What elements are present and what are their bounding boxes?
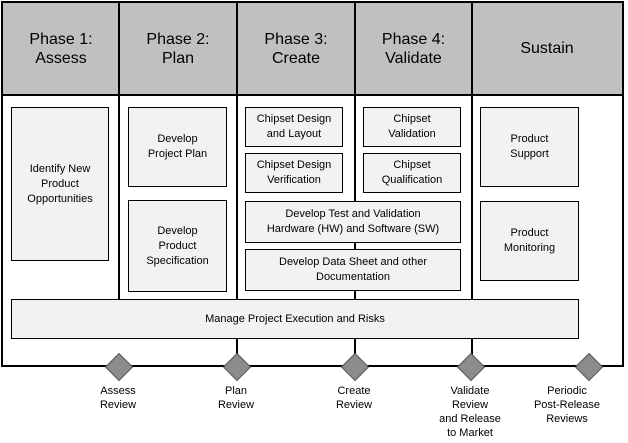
diamond-milestone-icon xyxy=(340,352,370,382)
box-chipset-validation: Chipset Validation xyxy=(363,107,461,147)
box-product-support: Product Support xyxy=(480,107,579,187)
milestone-create-review xyxy=(340,352,370,382)
milestone-label-create-review: Create Review xyxy=(335,385,373,411)
milestone-plan-review xyxy=(222,352,252,382)
column-divider-2 xyxy=(236,3,238,365)
milestone-label-plan-review: Plan Review xyxy=(217,385,255,411)
box-chipset-design-and-layout: Chipset Design and Layout xyxy=(245,107,343,147)
phase-header-assess: Phase 1: Assess xyxy=(3,3,119,96)
milestone-assess-review xyxy=(104,352,134,382)
box-develop-data-sheet: Develop Data Sheet and other Documentati… xyxy=(245,249,461,291)
box-identify-new-product-opportunities: Identify New Product Opportunities xyxy=(11,107,109,261)
milestone-label-validate-review: Validate Review and Release to Market xyxy=(439,385,501,439)
phase-header-sustain: Sustain xyxy=(472,3,622,96)
phase-header-plan: Phase 2: Plan xyxy=(119,3,237,96)
diamond-milestone-icon xyxy=(456,352,486,382)
milestone-label-assess-review: Assess Review xyxy=(99,385,137,411)
milestone-validate-review xyxy=(456,352,486,382)
diamond-milestone-icon xyxy=(222,352,252,382)
box-chipset-design-verification: Chipset Design Verification xyxy=(245,153,343,193)
column-divider-4 xyxy=(471,3,473,365)
column-divider-1 xyxy=(118,3,120,299)
diamond-milestone-icon xyxy=(104,352,134,382)
milestone-label-post-release-reviews: Periodic Post-Release Reviews xyxy=(533,385,601,425)
box-product-monitoring: Product Monitoring xyxy=(480,201,579,281)
box-manage-project-execution-and-risks: Manage Project Execution and Risks xyxy=(11,299,579,339)
box-develop-test-and-validation: Develop Test and Validation Hardware (HW… xyxy=(245,201,461,243)
box-develop-project-plan: Develop Project Plan xyxy=(128,107,227,187)
milestone-post-release-reviews xyxy=(574,352,604,382)
column-divider-3 xyxy=(354,3,356,365)
box-develop-product-specification: Develop Product Specification xyxy=(128,200,227,292)
phase-header-validate: Phase 4: Validate xyxy=(355,3,472,96)
box-chipset-qualification: Chipset Qualification xyxy=(363,153,461,193)
phase-header-create: Phase 3: Create xyxy=(237,3,355,96)
diamond-milestone-icon xyxy=(574,352,604,382)
